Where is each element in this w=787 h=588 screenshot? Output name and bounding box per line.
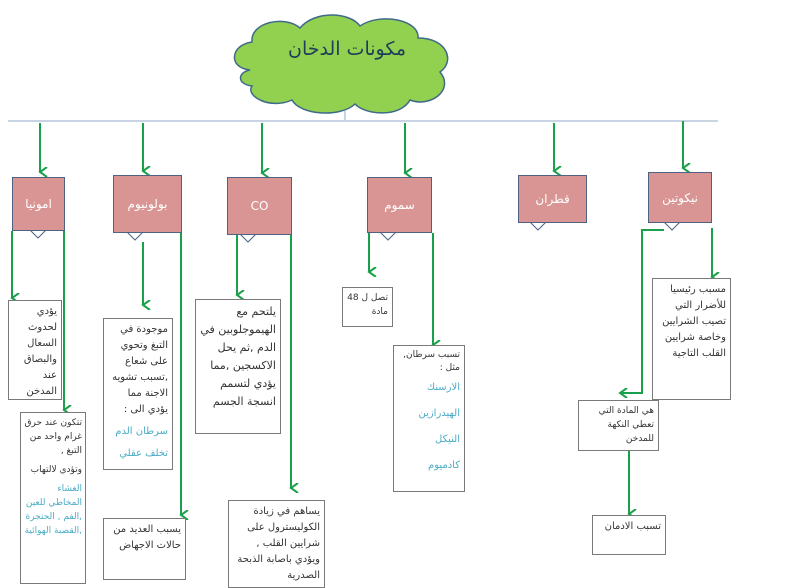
diagram-title: مكونات الدخان bbox=[287, 38, 407, 60]
component-polonium: بولونيوم bbox=[113, 175, 182, 233]
component-ammonia: امونيا bbox=[12, 177, 65, 231]
component-nicotine: نيكوتين bbox=[648, 172, 712, 223]
ammonia-inflammation-text: وتؤدي لالتهاب bbox=[30, 465, 82, 475]
co-hemoglobin-text: يلتحم مع الهيموجلوبين في الدم ,ثم يحل ال… bbox=[200, 305, 276, 408]
component-toxins: سموم bbox=[367, 177, 432, 233]
polonium-leukemia: سرطان الدم bbox=[115, 426, 168, 437]
ammonia-formation-box: تتكون عند حرق غرام واحد من التبغ , وتؤدي… bbox=[20, 412, 86, 584]
nicotine-addiction-box: تسبب الادمان bbox=[592, 515, 666, 555]
component-co: CO bbox=[227, 177, 292, 235]
co-cholesterol-box: يساهم في زيادة الكوليسترول على شرايين ال… bbox=[228, 500, 325, 588]
toxin-item: كادميوم bbox=[428, 460, 460, 471]
component-tar: قطران bbox=[518, 175, 587, 223]
polonium-effect-text: موجودة في التبغ وتحوي على شعاع ,تسبب تشو… bbox=[112, 324, 168, 415]
polonium-miscarriage-box: يسبب العديد من حالات الاجهاض bbox=[103, 518, 186, 580]
nicotine-arteries-text: مسبب رئيسيا للأضرار التي تصيب الشرايين و… bbox=[662, 284, 726, 359]
toxins-cancer-box: تسبب سرطان, مثل : الارسنك الهيدرازين الن… bbox=[393, 345, 465, 492]
nicotine-addiction-text: تسبب الادمان bbox=[604, 521, 661, 532]
polonium-mental-retardation: تخلف عقلي bbox=[119, 448, 168, 459]
co-cholesterol-text: يساهم في زيادة الكوليسترول على شرايين ال… bbox=[237, 506, 320, 581]
toxin-item: النيكل bbox=[435, 434, 460, 445]
toxins-count-text: تصل ل 48 مادة bbox=[347, 293, 388, 317]
ammonia-effect-box: يؤدي لحدوث السعال والبصاق عند المدخن bbox=[8, 300, 62, 400]
ammonia-formation-text: تتكون عند حرق غرام واحد من التبغ , bbox=[24, 418, 83, 456]
co-hemoglobin-box: يلتحم مع الهيموجلوبين في الدم ,ثم يحل ال… bbox=[195, 299, 281, 434]
nicotine-flavor-text: هي المادة التي تعطي النكهة للمدخن bbox=[598, 406, 654, 444]
cloud-shape bbox=[233, 14, 449, 114]
polonium-effect-box: موجودة في التبغ وتحوي على شعاع ,تسبب تشو… bbox=[103, 318, 173, 470]
toxin-item: الهيدرازين bbox=[418, 408, 460, 419]
polonium-miscarriage-text: يسبب العديد من حالات الاجهاض bbox=[113, 524, 181, 551]
toxins-count-box: تصل ل 48 مادة bbox=[342, 287, 393, 327]
nicotine-arteries-box: مسبب رئيسيا للأضرار التي تصيب الشرايين و… bbox=[652, 278, 731, 400]
ammonia-effect-text: يؤدي لحدوث السعال والبصاق عند المدخن bbox=[23, 306, 57, 397]
nicotine-flavor-box: هي المادة التي تعطي النكهة للمدخن bbox=[578, 400, 659, 451]
toxin-item: الارسنك bbox=[426, 382, 460, 393]
ammonia-inflammation-list: الغشاء المخاطي للعين ,الفم , الحنجرة ,ال… bbox=[24, 484, 82, 536]
toxins-cancer-text: تسبب سرطان, مثل : bbox=[403, 350, 460, 373]
